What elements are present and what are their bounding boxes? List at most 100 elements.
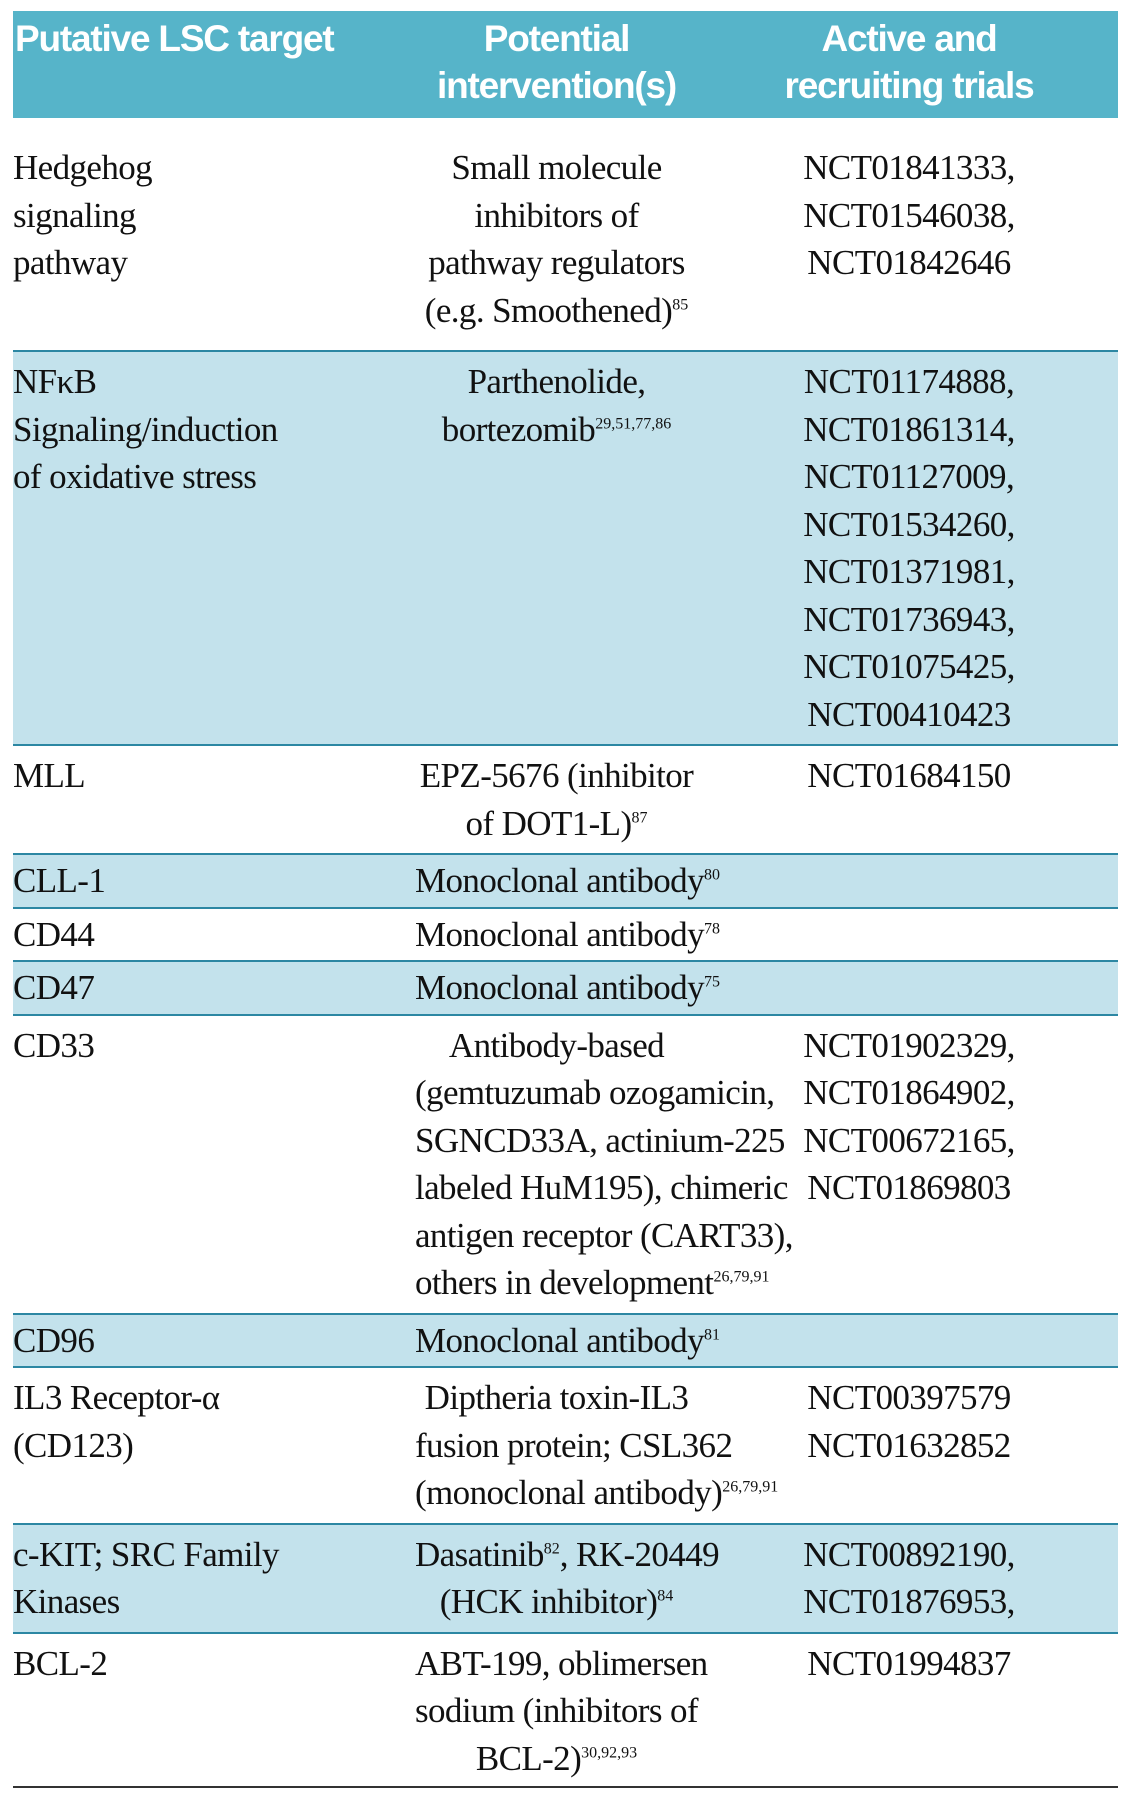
trial-id: NCT01869803: [807, 1168, 1011, 1207]
table-row: CD33 Antibody-based(gemtuzumab ozogamicin…: [13, 1013, 1118, 1314]
trial-id: NCT01632852: [807, 1425, 1011, 1465]
intervention-text: SGNCD33A, actinium-225: [415, 1120, 785, 1160]
target-line: of oxidative stress: [13, 457, 257, 496]
trial-id: NCT00397579: [807, 1378, 1011, 1417]
intervention-line: (gemtuzumab ozogamicin,: [415, 1069, 775, 1117]
trial-id: NCT00892190,: [803, 1534, 1015, 1574]
reference-superscript: 26,79,91: [713, 1268, 770, 1286]
target-cell: BCL-2: [13, 1631, 413, 1788]
intervention-line: Monoclonal antibody75: [415, 964, 720, 1012]
intervention-text: Small molecule: [451, 148, 662, 187]
trial-id: NCT01876953,: [803, 1582, 1015, 1621]
lsc-targets-table: Putative LSC target Potential interventi…: [13, 11, 1118, 1788]
trials-cell: NCT00892190, NCT01876953,: [700, 1522, 1118, 1633]
intervention-text: Parthenolide,: [467, 362, 646, 401]
reference-superscript: 84: [657, 1587, 674, 1605]
intervention-text: (e.g. Smoothened): [424, 290, 673, 330]
target-line: c-KIT; SRC Family: [13, 1534, 280, 1574]
trial-id: NCT00410423: [807, 694, 1011, 734]
intervention-text: Antibody-based: [448, 1025, 665, 1065]
target-line: IL3 Receptor-α: [13, 1378, 220, 1417]
trials-cell: [700, 1312, 1118, 1367]
reference-superscript: 30,92,93: [581, 1743, 638, 1761]
target-line: CD47: [13, 968, 95, 1007]
table-row: BCL-2 ABT-199, oblimersen sodium (inhibito…: [13, 1631, 1118, 1788]
reference-superscript: 80: [703, 866, 720, 884]
intervention-line: fusion protein; CSL362: [415, 1422, 733, 1470]
target-line: NFκB: [13, 362, 97, 401]
intervention-cell: Antibody-based(gemtuzumab ozogamicin,SGN…: [413, 1013, 793, 1314]
intervention-text: Diptheria toxin-IL3: [424, 1378, 689, 1417]
intervention-cell: Parthenolide, bortezomib29,51,77,86: [413, 350, 700, 745]
intervention-text: Monoclonal antibody: [415, 861, 705, 900]
target-line: CD96: [13, 1320, 95, 1360]
reference-superscript: 78: [703, 919, 720, 937]
trial-id: NCT01127009,: [803, 457, 1015, 496]
target-cell: MLL: [13, 744, 413, 854]
trial-id: NCT01684150: [807, 756, 1011, 795]
intervention-cell: Monoclonal antibody75: [413, 960, 720, 1015]
trials-cell: NCT01174888, NCT01861314, NCT01127009, NCT0…: [700, 350, 1118, 745]
intervention-cell: Monoclonal antibody78: [413, 906, 720, 961]
target-cell: CLL-1: [13, 853, 413, 908]
trial-id: NCT01994837: [807, 1643, 1011, 1683]
trial-id: NCT01546038,: [803, 195, 1015, 235]
header-intervention: Potential intervention(s): [413, 11, 700, 118]
intervention-line: Monoclonal antibody80: [415, 857, 720, 905]
intervention-text: (monoclonal antibody): [415, 1473, 723, 1512]
target-line: BCL-2: [13, 1643, 108, 1683]
intervention-text: ABT-199, oblimersen: [415, 1643, 708, 1683]
intervention-line: Parthenolide,: [415, 358, 698, 406]
target-cell: CD96: [13, 1312, 413, 1367]
intervention-line: ABT-199, oblimersen: [415, 1640, 708, 1688]
intervention-text: Monoclonal antibody: [415, 1320, 705, 1360]
trial-id: NCT01841333,: [803, 148, 1015, 187]
intervention-line: SGNCD33A, actinium-225: [415, 1117, 785, 1165]
trial-id: NCT01174888,: [803, 362, 1015, 401]
header-target-line: Putative LSC target: [15, 18, 335, 59]
intervention-text: pathway regulators: [428, 243, 685, 282]
header-trials-line: Active and: [821, 18, 997, 59]
target-line: signaling: [13, 195, 137, 235]
trial-id: NCT01075425,: [803, 647, 1015, 686]
intervention-line: sodium (inhibitors of: [415, 1687, 699, 1735]
intervention-line: BCL-2)30,92,93: [415, 1735, 698, 1783]
reference-superscript: 81: [703, 1325, 720, 1343]
intervention-text: antigen receptor (CART33),: [415, 1215, 793, 1255]
intervention-text: Dasatinib: [415, 1534, 544, 1574]
intervention-text: Monoclonal antibody: [415, 968, 705, 1007]
intervention-line: inhibitors of: [415, 192, 698, 240]
reference-superscript: 29,51,77,86: [595, 414, 672, 432]
intervention-line: Diptheria toxin-IL3: [415, 1374, 698, 1422]
trials-cell: [700, 906, 1118, 961]
header-intervention-line: Potential: [483, 18, 631, 59]
target-line: CD44: [13, 914, 95, 954]
target-line: CD33: [13, 1025, 95, 1065]
target-cell: CD33: [13, 1013, 413, 1314]
trial-id: NCT01861314,: [803, 409, 1015, 449]
intervention-line: Monoclonal antibody81: [415, 1317, 720, 1365]
trial-id: NCT01902329,: [803, 1025, 1015, 1065]
target-line: Hedgehog: [13, 148, 153, 187]
intervention-text: labeled HuM195), chimeric: [415, 1168, 788, 1207]
table-row: CD47 Monoclonal antibody75: [13, 960, 1118, 1015]
intervention-cell: Dasatinib82, RK-20449(HCK inhibitor)84: [413, 1522, 720, 1633]
intervention-text: Monoclonal antibody: [415, 914, 705, 954]
intervention-text: EPZ-5676 (inhibitor: [419, 756, 694, 795]
target-line: (CD123): [13, 1425, 134, 1465]
table-row: IL3 Receptor-α (CD123) Diptheria toxin-IL3…: [13, 1366, 1118, 1524]
intervention-line: (monoclonal antibody)26,79,91: [415, 1469, 778, 1517]
trials-cell: NCT01684150: [700, 744, 1118, 854]
intervention-text: sodium (inhibitors of: [415, 1691, 699, 1730]
target-cell: IL3 Receptor-α (CD123): [13, 1366, 413, 1524]
target-cell: CD44: [13, 906, 413, 961]
intervention-line: bortezomib29,51,77,86: [415, 406, 698, 454]
